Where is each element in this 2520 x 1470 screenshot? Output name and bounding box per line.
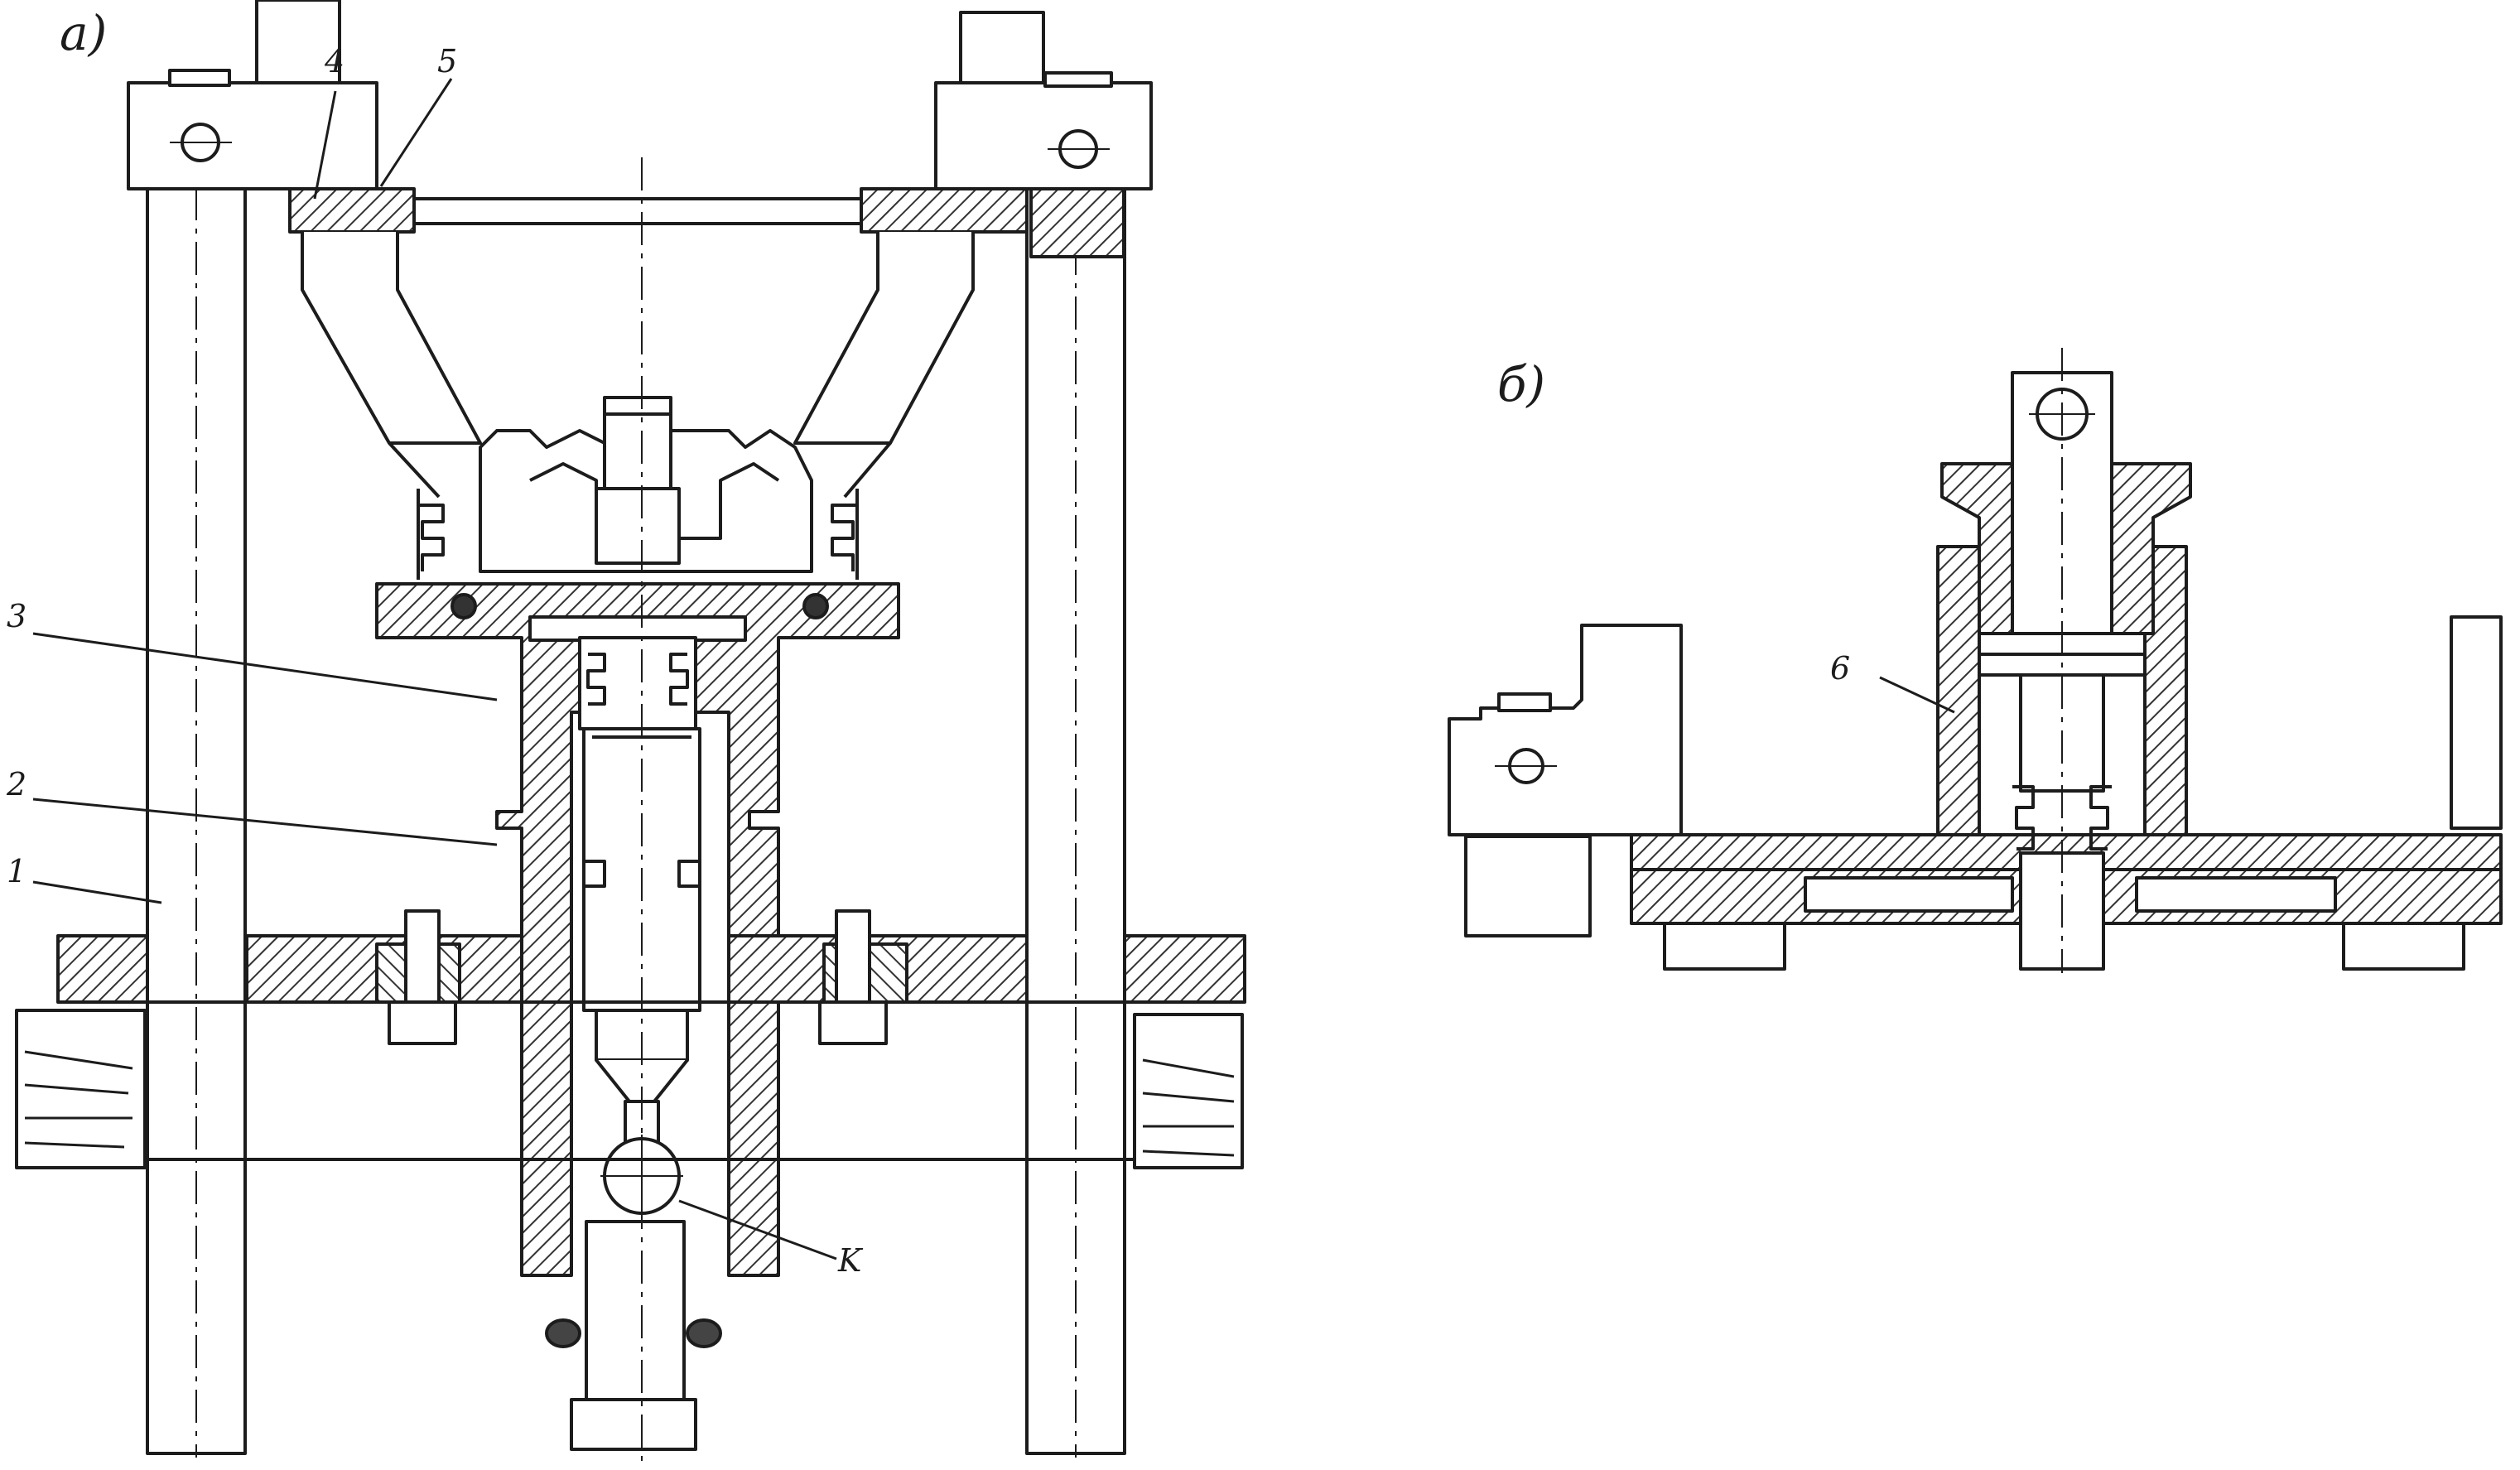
lower-nozzle — [585, 1220, 686, 1401]
part-label-4: 4 — [325, 43, 345, 80]
figure-b — [1448, 348, 2503, 973]
panel-label-b: б) — [1497, 356, 1546, 412]
left-wooden-beam — [15, 1009, 147, 1169]
part-label-5: 5 — [437, 43, 458, 80]
left-bracket — [127, 81, 378, 190]
right-bolt — [818, 909, 908, 1045]
right-bracket — [934, 81, 1153, 190]
top-plate-right-section — [860, 187, 1029, 234]
base-plate-right — [1123, 934, 1246, 1004]
left-bracket-nut — [168, 69, 231, 87]
part-label-2: 2 — [7, 766, 27, 802]
flange-section — [375, 582, 900, 1277]
left-bolt — [375, 909, 461, 1045]
part-label-k: K — [838, 1242, 862, 1279]
right-bracket-nut — [1043, 71, 1113, 88]
part-label-6: 6 — [1830, 650, 1851, 687]
panel-label-a: a) — [60, 5, 108, 61]
mold-body — [417, 396, 859, 580]
right-wooden-beam — [1133, 1013, 1244, 1169]
spindle — [578, 636, 701, 1217]
left-upper-rod — [255, 0, 341, 97]
hopper — [301, 232, 975, 499]
top-plate-left-section — [288, 187, 416, 234]
base-plate-left — [56, 934, 149, 1004]
fig-b-right-post — [2450, 615, 2503, 830]
left-column — [146, 133, 247, 1458]
fig-b-left-block — [1448, 624, 1683, 836]
right-column-cap — [1029, 187, 1125, 258]
part-label-3: 3 — [7, 598, 27, 634]
part-label-1: 1 — [7, 853, 27, 889]
right-column — [1025, 133, 1126, 1458]
figure-a — [15, 0, 1246, 1466]
